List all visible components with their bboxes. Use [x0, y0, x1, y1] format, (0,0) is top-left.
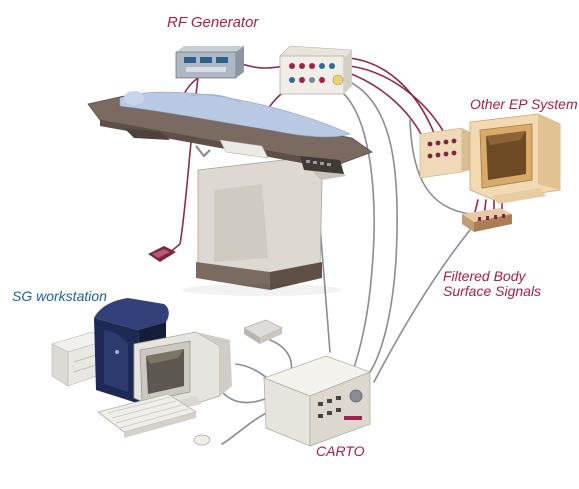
carto-foot-pedal-icon: [243, 319, 283, 344]
other-ep-system-label: Other EP System: [470, 96, 578, 112]
ep-monitor-icon: [469, 113, 561, 204]
workstation-tower-icon: [94, 298, 169, 404]
table-shadow: [182, 284, 342, 296]
crt-monitor-icon: [133, 331, 232, 413]
junction-box-icon: [279, 45, 353, 95]
cable-rf-to-junction: [241, 63, 287, 69]
cable-ep-to-filter: [409, 119, 471, 215]
carto-console-icon: [262, 355, 372, 447]
signal-filter-icon: [462, 208, 512, 232]
sg-workstation-label: SG workstation: [12, 288, 107, 304]
filtered-body-surface-signals-label: Filtered Body Surface Signals: [443, 268, 542, 300]
cable-filter-to-carto: [373, 229, 471, 383]
rf-generator-label: RF Generator: [167, 14, 259, 31]
cable-junction-to-ep: [347, 57, 437, 139]
filtered-label-line-1: Filtered Body: [443, 268, 526, 284]
foot-pedal-icon: [148, 246, 176, 262]
keyboard-icon: [97, 393, 197, 438]
cable-junction-to-ep-2: [349, 65, 449, 141]
cable-junction-to-carto-2: [341, 91, 375, 375]
cable-junction-to-carto: [349, 81, 398, 379]
patient-sheet: [119, 91, 351, 138]
carto-label: CARTO: [316, 443, 365, 459]
cath-lab-table: [87, 91, 373, 290]
cable-filter-lines: [473, 199, 503, 217]
mouse-icon: [193, 434, 211, 446]
cable-junction-to-ep-3: [345, 71, 425, 141]
ep-system: [419, 113, 561, 204]
filtered-label-line-2: Surface Signals: [443, 283, 542, 300]
ep-patch-panel: [419, 127, 470, 179]
rf-generator-icon: [175, 46, 244, 79]
sg-workstation: [51, 298, 232, 446]
